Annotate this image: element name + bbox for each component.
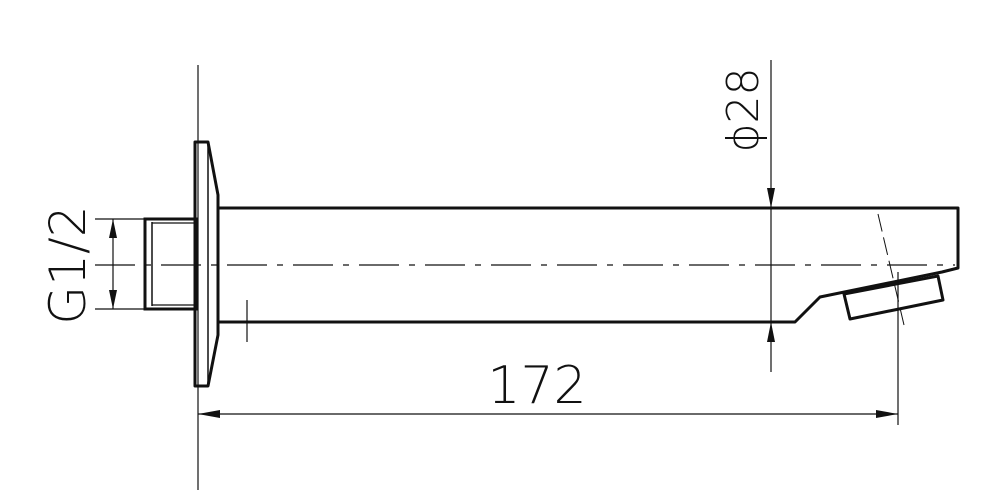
thread-dimension-label: G1/2 <box>39 205 97 324</box>
length-dimension <box>198 272 899 425</box>
diameter-dimension-label: ϕ28 <box>718 67 769 152</box>
spout-body <box>218 206 960 324</box>
aerator-nozzle <box>842 274 945 321</box>
nozzle-axis <box>877 213 905 326</box>
length-dimension-label: 172 <box>487 356 586 416</box>
threaded-connector <box>143 217 199 311</box>
thread-dimension <box>95 218 145 310</box>
diameter-dimension <box>767 60 775 372</box>
